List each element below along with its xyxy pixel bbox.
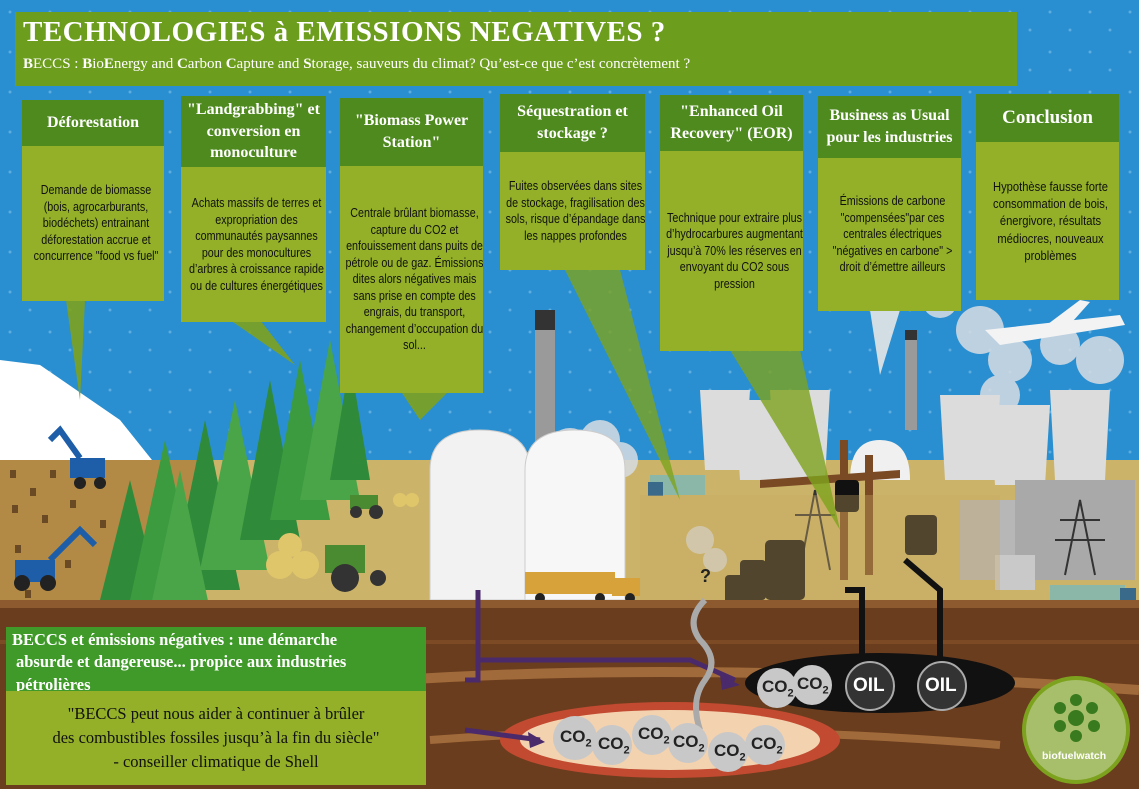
- co2-label: CO2: [560, 727, 592, 750]
- panel-conclusion-header: Conclusion: [976, 94, 1119, 142]
- pointer-5: [730, 350, 840, 530]
- quote-bg: [6, 691, 426, 785]
- co2-label: CO2: [751, 734, 783, 757]
- panel-landgrabbing: Achats massifs de terres et expropriatio…: [181, 167, 326, 322]
- co2-bubbles: [553, 665, 832, 772]
- excavator-1: [47, 425, 106, 489]
- panel-business-header: Business as Usual pour les industries: [818, 96, 961, 158]
- pointer-6: [870, 310, 900, 375]
- barrels: [725, 480, 937, 605]
- bottom-heading-line-1: BECCS et émissions négatives : une démar…: [12, 630, 338, 649]
- co2-label: CO2: [673, 732, 705, 755]
- oil-arrow-2: [903, 557, 943, 665]
- panel-deforestation-header: Déforestation: [22, 100, 164, 146]
- forest: [100, 340, 370, 610]
- logo-flower-icon: [1054, 694, 1100, 742]
- co2-label: CO2: [762, 677, 794, 700]
- panel-biomass-body: Centrale brûlant biomasse, capture du CO…: [345, 206, 483, 353]
- pipe-1: [465, 590, 481, 683]
- bottom-panel: BECCS et émissions négatives : une démar…: [6, 627, 426, 785]
- panel-deforestation: Demande de biomasse (bois, agrocarburant…: [22, 146, 164, 301]
- excavator-2: [14, 525, 98, 591]
- panel-landgrabbing-header: "Landgrabbing" et conversion en monocult…: [181, 96, 326, 167]
- co2-label: CO2: [714, 741, 746, 764]
- biomass-domes: [429, 429, 910, 601]
- quote-attribution: - conseiller climatique de Shell: [113, 751, 319, 771]
- panel-conclusion-body: Hypothèse fausse forte consommation de b…: [993, 179, 1108, 263]
- pipe-3: [464, 727, 541, 743]
- pylons: [795, 489, 1105, 576]
- page-title: TECHNOLOGIES à EMISSIONS NEGATIVES ?: [23, 16, 666, 48]
- quote-line-2: des combustibles fossiles jusqu’à la fin…: [52, 728, 380, 748]
- pipe-2: [478, 657, 737, 683]
- oil-label: OIL: [925, 675, 957, 696]
- page-subtitle: BECCS : BioEnergy and Carbon Capture and…: [23, 56, 691, 72]
- panel-sequestration-body: Fuites observées dans sites de stockage,…: [505, 179, 645, 243]
- oil-arrow-1: [845, 587, 865, 665]
- airplane: [985, 300, 1125, 345]
- quote-line-1: "BECCS peut nous aider à continuer à brû…: [67, 704, 365, 724]
- panel-sequestration-header: Séquestration et stockage ?: [500, 94, 645, 152]
- leak-arrow: [690, 597, 715, 731]
- question-mark: ?: [700, 566, 711, 586]
- oil-bubbles: [845, 661, 967, 711]
- bottom-heading-line-2: absurde et dangereuse... propice aux ind…: [16, 652, 347, 694]
- panel-biomass: Centrale brûlant biomasse, capture du CO…: [340, 166, 483, 393]
- pointer-2: [230, 320, 295, 365]
- bottom-heading-bg: [6, 627, 426, 691]
- panel-eor-header: "Enhanced Oil Recovery" (EOR): [660, 95, 803, 151]
- pointer-3: [400, 390, 450, 420]
- panel-business: Émissions de carbone "compensées"par ces…: [818, 158, 961, 311]
- bottom-heading: BECCS et émissions négatives : une démar…: [12, 629, 422, 696]
- shell-quote: "BECCS peut nous aider à continuer à brû…: [6, 691, 426, 785]
- co2-label: CO2: [598, 734, 630, 757]
- logo-text: biofuelwatch: [1042, 750, 1107, 762]
- tractor-1: [350, 493, 419, 519]
- panel-conclusion: Hypothèse fausse forte consommation de b…: [976, 142, 1119, 300]
- snow-slope: [0, 360, 160, 470]
- panel-deforestation-body: Demande de biomasse (bois, agrocarburant…: [33, 183, 159, 264]
- pointer-4: [565, 270, 680, 500]
- panel-sequestration: Fuites observées dans sites de stockage,…: [500, 152, 645, 270]
- co2-label: CO2: [638, 724, 670, 747]
- co2-label: CO2: [797, 674, 829, 697]
- title-bar: TECHNOLOGIES à EMISSIONS NEGATIVES ? BEC…: [15, 12, 1017, 86]
- panel-biomass-header: "Biomass Power Station": [340, 98, 483, 166]
- panel-eor: Technique pour extraire plus d’hydrocarb…: [660, 151, 803, 351]
- chimneys: [535, 310, 917, 460]
- panel-landgrabbing-body: Achats massifs de terres et expropriatio…: [188, 196, 325, 293]
- panel-business-body: Émissions de carbone "compensées"par ces…: [832, 194, 953, 275]
- tractor-2: [266, 533, 386, 592]
- panel-eor-body: Technique pour extraire plus d’hydrocarb…: [666, 210, 803, 291]
- pointer-1: [66, 300, 85, 400]
- oil-label: OIL: [853, 675, 885, 696]
- factory: [960, 480, 1135, 590]
